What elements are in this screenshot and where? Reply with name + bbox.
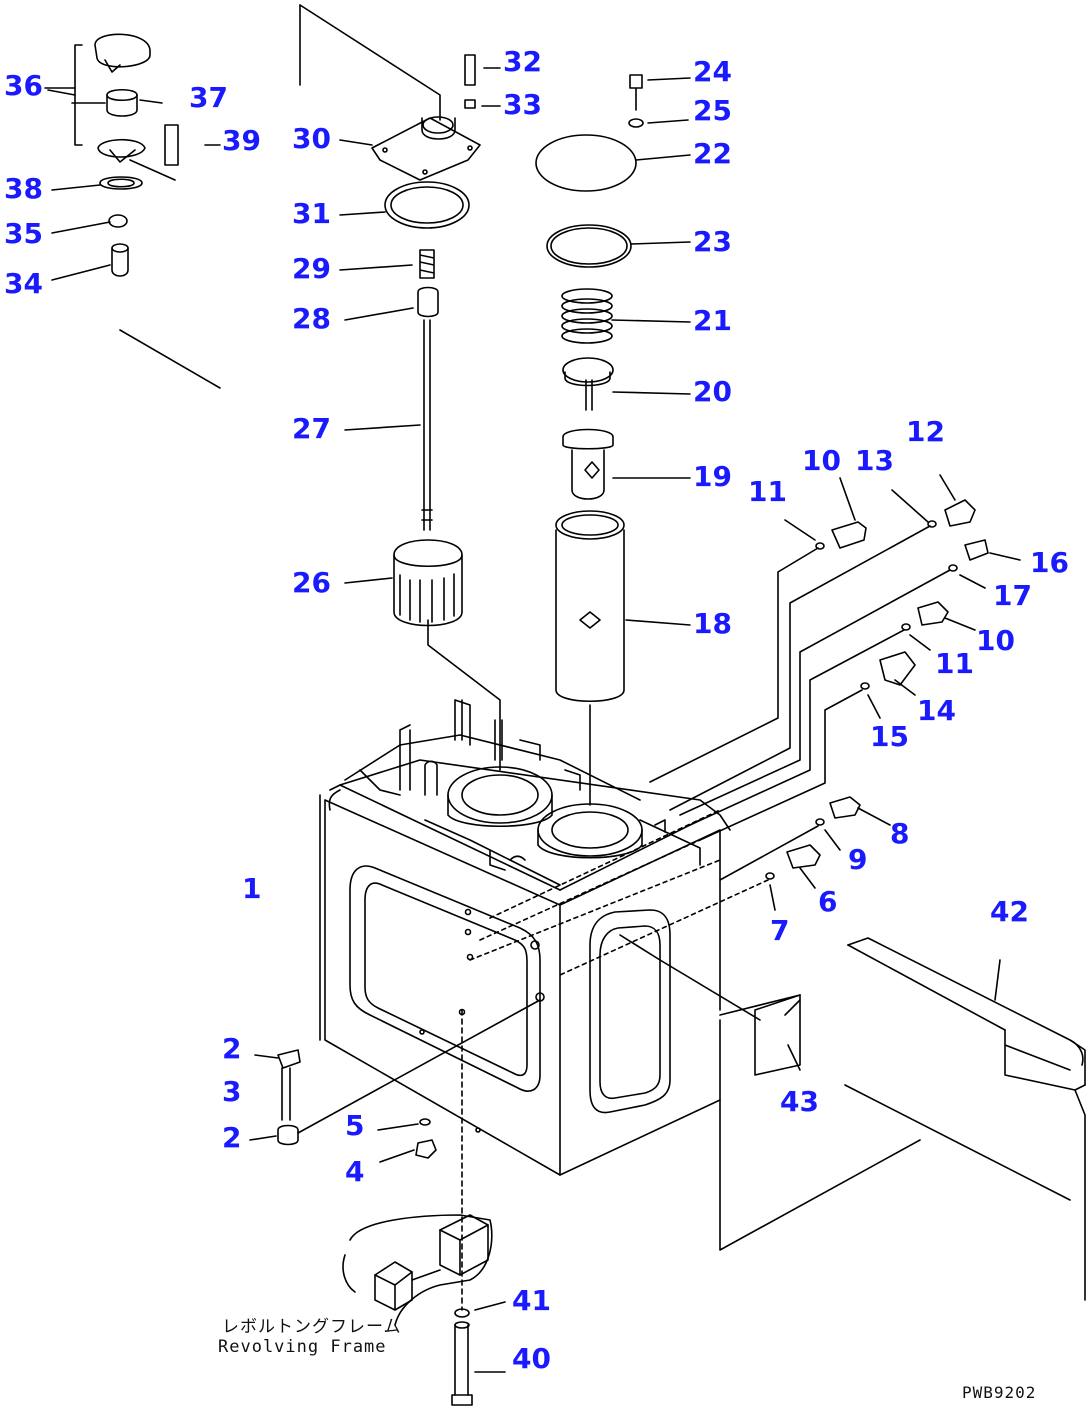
- callout-7: 7: [770, 914, 790, 947]
- cover-panel: [119, 329, 1086, 1301]
- drain-parts: [249, 999, 541, 1406]
- callout-38: 38: [4, 172, 43, 205]
- revolving-frame-caption-en: Revolving Frame: [218, 1337, 387, 1357]
- callout-40: 40: [512, 1342, 551, 1375]
- callout-11a: 11: [748, 475, 787, 508]
- callout-29: 29: [292, 252, 331, 285]
- drawing-code: PWB9202: [962, 1383, 1037, 1402]
- filter-assembly: [535, 74, 691, 806]
- callout-34: 34: [4, 267, 43, 300]
- callout-8: 8: [890, 817, 910, 850]
- callout-18: 18: [693, 607, 732, 640]
- callout-11b: 11: [935, 647, 974, 680]
- callout-22: 22: [693, 137, 732, 170]
- callout-2b: 2: [222, 1121, 242, 1154]
- callout-24: 24: [693, 55, 732, 88]
- callout-30: 30: [292, 122, 331, 155]
- callout-6: 6: [818, 885, 838, 918]
- strainer-assembly: [299, 4, 501, 771]
- callout-19: 19: [693, 460, 732, 493]
- callout-3: 3: [222, 1075, 242, 1108]
- callout-39: 39: [222, 124, 261, 157]
- breather-cap-assembly: [44, 33, 221, 281]
- callout-21: 21: [693, 304, 732, 337]
- hydraulic-tank-body: [319, 699, 731, 1176]
- callout-32: 32: [503, 45, 542, 78]
- callout-17: 17: [993, 579, 1032, 612]
- callout-20: 20: [693, 375, 732, 408]
- callout-43: 43: [780, 1085, 819, 1118]
- callout-16: 16: [1030, 546, 1069, 579]
- callout-12: 12: [906, 415, 945, 448]
- callout-5: 5: [345, 1109, 365, 1142]
- callout-9: 9: [848, 843, 868, 876]
- callout-15: 15: [870, 720, 909, 753]
- callout-23: 23: [693, 225, 732, 258]
- callout-28: 28: [292, 302, 331, 335]
- revolving-frame-caption-jp: レボルトングフレーム: [222, 1317, 402, 1337]
- callout-35: 35: [4, 217, 43, 250]
- callout-41: 41: [512, 1284, 551, 1317]
- callout-10b: 10: [976, 624, 1015, 657]
- callout-31: 31: [292, 197, 331, 230]
- callout-2a: 2: [222, 1032, 242, 1065]
- fittings-group: [469, 474, 1021, 1021]
- callout-33: 33: [503, 88, 542, 121]
- callout-10a: 10: [802, 444, 841, 477]
- callout-26: 26: [292, 566, 331, 599]
- callout-36: 36: [4, 69, 43, 102]
- callout-42: 42: [990, 895, 1029, 928]
- callout-27: 27: [292, 412, 331, 445]
- callout-25: 25: [693, 94, 732, 127]
- callout-14: 14: [917, 694, 956, 727]
- callout-37: 37: [189, 81, 228, 114]
- callout-4: 4: [345, 1155, 365, 1188]
- callout-13: 13: [855, 444, 894, 477]
- callout-1: 1: [242, 872, 262, 905]
